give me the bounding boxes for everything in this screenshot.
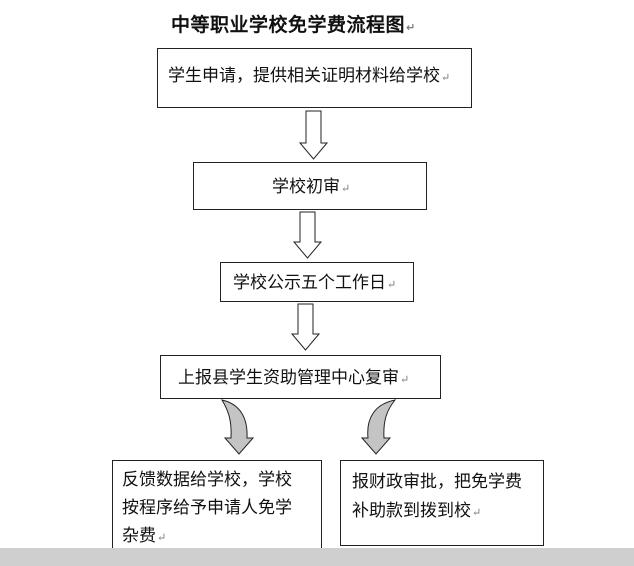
- paragraph-mark: ↵: [341, 182, 351, 195]
- step-label: 上报县学生资助管理中心复审: [178, 368, 399, 388]
- page-bottom-bar: [0, 548, 634, 566]
- step-label: 学校初审: [272, 177, 340, 197]
- step-label-line: 报财政审批，把免学费: [352, 472, 522, 492]
- step-label-line: 按程序给予申请人免学: [122, 498, 292, 518]
- step-label-line: 反馈数据给学校，学校: [122, 470, 292, 490]
- paragraph-mark: ↵: [387, 278, 397, 291]
- down-arrow-icon: [298, 110, 329, 160]
- diagram-title: 中等职业学校免学费流程图↵: [171, 14, 416, 36]
- down-arrow-icon: [290, 303, 321, 351]
- paragraph-mark: ↵: [157, 531, 167, 544]
- curved-arrow-icon: [360, 399, 397, 455]
- paragraph-mark: ↵: [400, 373, 410, 386]
- step-feedback-to-school: 反馈数据给学校，学校 按程序给予申请人免学 杂费↵: [112, 460, 322, 560]
- curved-arrow-icon: [220, 399, 255, 455]
- step-initial-review: 学校初审↵: [193, 162, 427, 210]
- step-label-line: 杂费↵: [122, 526, 167, 546]
- paragraph-mark: ↵: [441, 71, 451, 84]
- down-arrow-icon: [292, 211, 323, 259]
- step-county-review: 上报县学生资助管理中心复审↵: [160, 355, 441, 399]
- step-label: 学校公示五个工作日: [233, 273, 386, 293]
- step-student-application: 学生申请，提供相关证明材料给学校↵: [157, 48, 472, 108]
- paragraph-mark: ↵: [406, 21, 416, 34]
- step-label-line: 补助款到拨到校↵: [352, 501, 482, 521]
- step-finance-approval: 报财政审批，把免学费 补助款到拨到校↵: [340, 460, 544, 546]
- step-label: 学生申请，提供相关证明材料给学校: [168, 66, 440, 86]
- step-public-notice: 学校公示五个工作日↵: [220, 262, 414, 302]
- paragraph-mark: ↵: [472, 506, 482, 519]
